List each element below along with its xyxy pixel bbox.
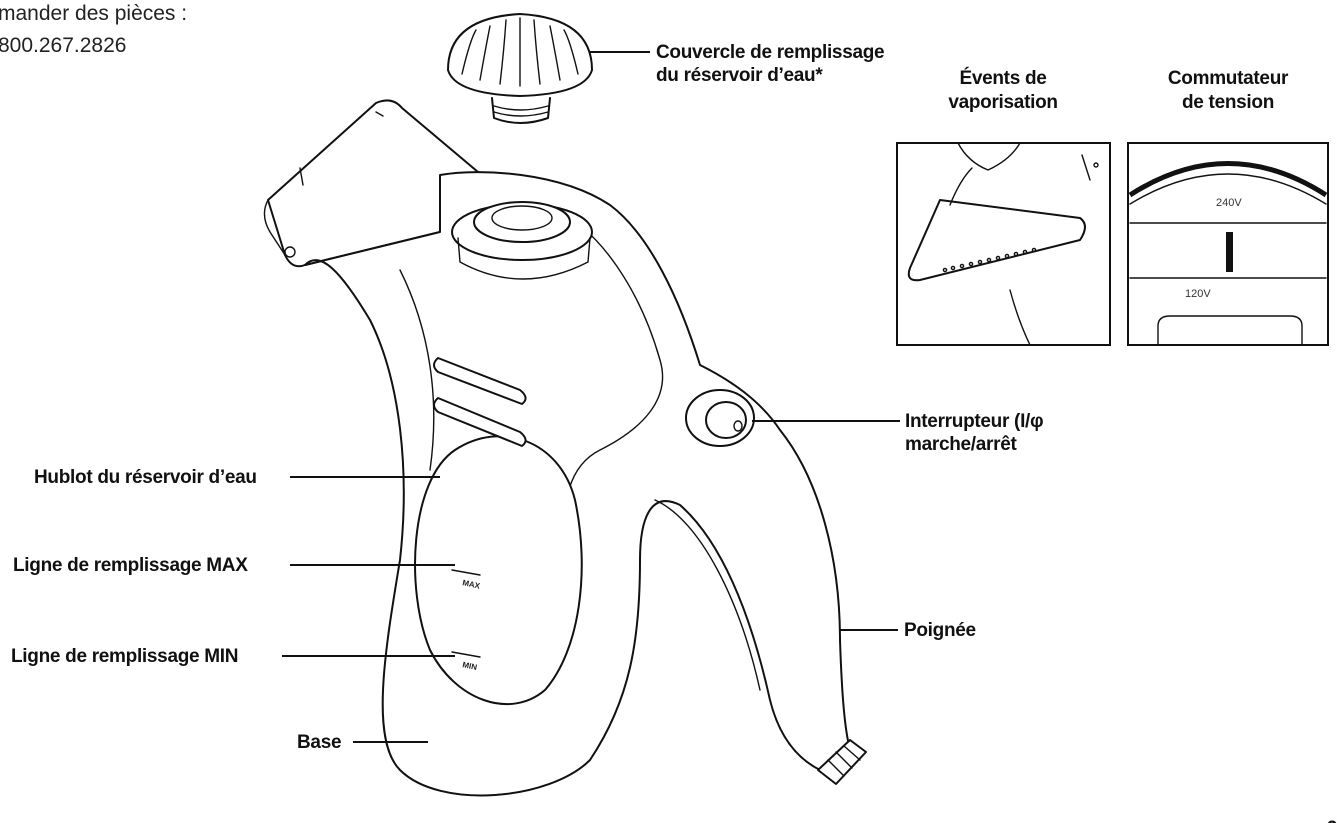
max-mark: MAX	[462, 578, 482, 591]
label-base: Base	[297, 732, 341, 753]
parts-ordering-text: mander des pièces :	[0, 2, 187, 25]
steamer-body	[304, 171, 851, 797]
label-voltage-switch-line2: de tension	[1182, 92, 1274, 113]
label-steam-vents-line1: Évents de	[959, 67, 1046, 89]
vent-holes	[942, 247, 1037, 273]
page-number: 9	[1327, 818, 1337, 823]
label-water-window: Hublot du réservoir d’eau	[34, 467, 257, 488]
inset-steam-vents	[896, 142, 1111, 346]
water-tank-window-outline	[414, 435, 583, 706]
steamer-illustration: MAX MIN	[263, 99, 867, 797]
voltage-120-label: 120V	[1185, 288, 1211, 300]
label-min-fill-line: Ligne de remplissage MIN	[11, 646, 238, 667]
label-handle: Poignée	[904, 620, 976, 641]
label-power-switch-line1: Interrupteur (I/φ	[905, 411, 1043, 432]
parts-phone-number: 800.267.2826	[0, 34, 126, 57]
voltage-240-label: 240V	[1216, 197, 1242, 209]
label-voltage-switch-line1: Commutateur	[1168, 68, 1289, 89]
label-fill-cap-line2: du réservoir d’eau*	[656, 65, 823, 86]
inset-voltage-switch: 240V 120V	[1127, 142, 1329, 346]
label-max-fill-line: Ligne de remplissage MAX	[13, 555, 248, 576]
label-steam-vents-line2: vaporisation	[948, 92, 1057, 113]
voltage-switch-slider	[1226, 232, 1233, 272]
label-fill-cap-line1: Couvercle de remplissage	[656, 42, 884, 63]
fill-cap	[447, 13, 593, 124]
min-mark: MIN	[462, 660, 478, 672]
label-power-switch-line2: marche/arrêt	[905, 434, 1017, 455]
